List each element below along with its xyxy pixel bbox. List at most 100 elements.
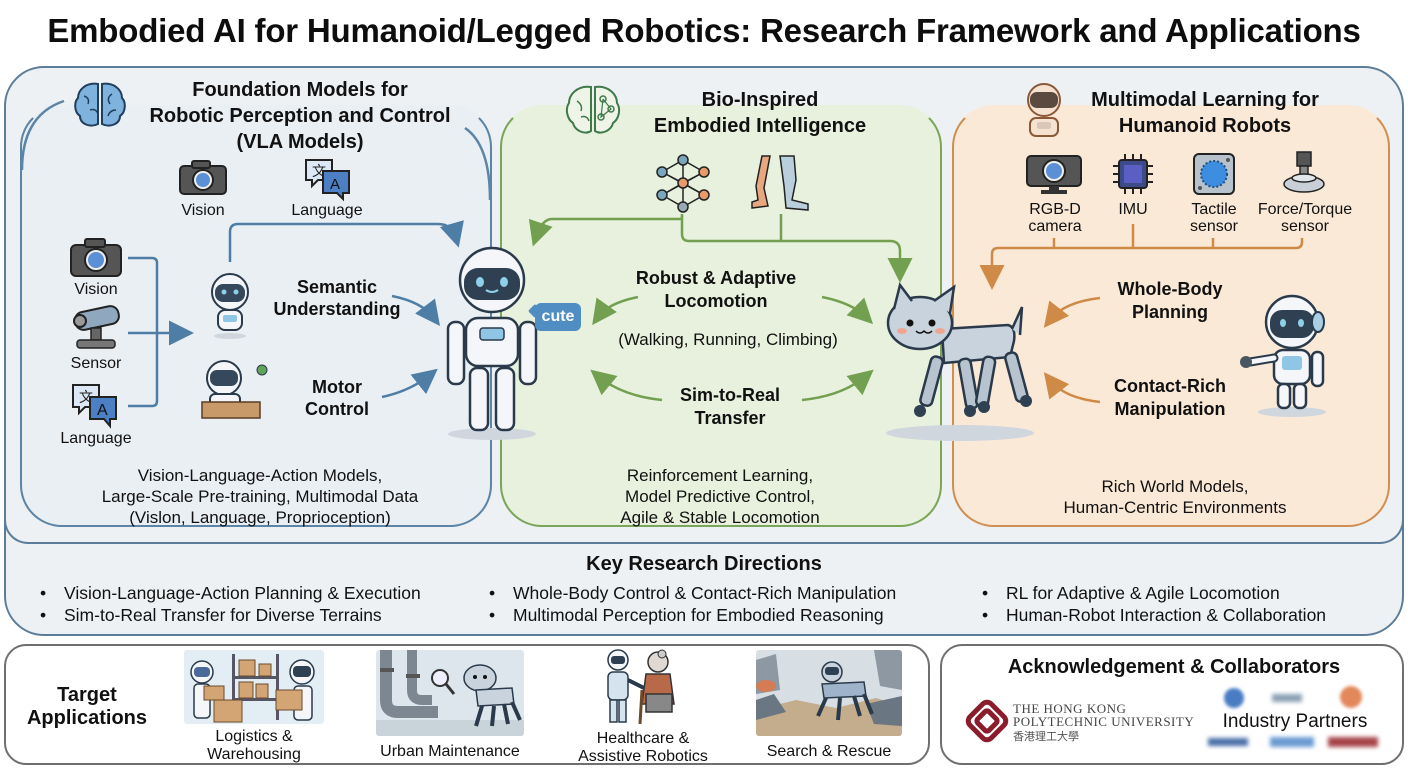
sensor-rgbd-line2: camera (1028, 218, 1082, 235)
app-logistics-line2: Warehousing (207, 746, 301, 763)
bio-desc-line3: Agile & Stable Locomotion (620, 508, 820, 527)
robot-elder-care-icon (607, 649, 675, 725)
acknowledgement-title: Acknowledgement & Collaborators (1007, 656, 1341, 678)
partner-logo-icon (1328, 737, 1378, 747)
motor-control-line1: Motor (312, 377, 362, 397)
sim-to-real-line1: Sim-to-Real (679, 385, 780, 405)
robot-desk-icon (201, 360, 268, 419)
applications-heading-line2: Applications (26, 707, 147, 729)
multimodal-title-line2: Humanoid Robots (1118, 115, 1292, 137)
svg-text:A: A (97, 402, 108, 419)
contact-rich-line1: Contact-Rich (1114, 376, 1226, 396)
svg-text:A: A (330, 176, 340, 193)
locomotion-examples: (Walking, Running, Climbing) (618, 330, 838, 349)
urban-maintenance-thumbnail (376, 650, 524, 736)
locomotion-line2: Locomotion (664, 291, 768, 311)
top-input-language-label: Language (291, 202, 363, 219)
app-logistics-line1: Logistics & (215, 728, 293, 745)
page-title: Embodied AI for Humanoid/Legged Robotics… (47, 12, 1361, 49)
foundation-title-line2: Robotic Perception and Control (149, 105, 451, 127)
multimodal-desc-line1: Rich World Models, (1101, 477, 1249, 496)
bio-desc-line2: Model Predictive Control, (625, 487, 815, 506)
contact-rich-line2: Manipulation (1114, 399, 1226, 419)
key-research-item: Whole-Body Control & Contact-Rich Manipu… (487, 582, 896, 604)
partner-logo-icon (1272, 694, 1302, 702)
foundation-desc-line1: Vision-Language-Action Models, (137, 466, 383, 485)
quadruped-robot-illustration (886, 282, 1034, 441)
sensor-rgbd-line1: RGB-D (1029, 201, 1081, 218)
foundation-desc-line3: (Vislon, Language, Proprioception) (129, 508, 391, 527)
sensor-camera-icon (73, 305, 120, 349)
multimodal-desc-line2: Human-Centric Environments (1063, 498, 1287, 517)
foundation-title-line3: (VLA Models) (236, 131, 364, 153)
multimodal-title-line1: Multimodal Learning for (1091, 89, 1319, 111)
robot-icon (1027, 83, 1061, 137)
neural-network-icon (656, 154, 710, 213)
side-input-vision-label: Vision (74, 281, 118, 298)
partner-logo-icon (1224, 688, 1244, 708)
locomotion-line1: Robust & Adaptive (635, 268, 797, 288)
university-name-line1: THE HONG KONG (1013, 701, 1127, 716)
camera-icon (70, 238, 122, 277)
partner-logo-icon (1208, 738, 1248, 746)
key-research-column-2: Whole-Body Control & Contact-Rich Manipu… (487, 582, 896, 626)
tactile-sensor-icon (1193, 153, 1235, 195)
industry-partners-label: Industry Partners (1222, 711, 1368, 732)
acknowledgement-box (940, 644, 1404, 765)
legs-icon (751, 155, 809, 211)
key-research-column-1: Vision-Language-Action Planning & Execut… (38, 582, 421, 626)
sim-to-real-line2: Transfer (694, 408, 766, 428)
sensor-imu-label: IMU (1118, 201, 1148, 218)
key-research-item: Multimodal Perception for Embodied Reaso… (487, 604, 896, 626)
brain-icon (74, 82, 126, 127)
foundation-title-line1: Foundation Models for (192, 79, 408, 101)
joystick-icon (1283, 151, 1325, 193)
pipes-inspection-icon (376, 650, 524, 736)
bio-title-line1: Bio-Inspired (701, 89, 819, 111)
foundation-desc-line2: Large-Scale Pre-training, Multimodal Dat… (101, 487, 419, 506)
chip-icon (1113, 154, 1153, 194)
healthcare-thumbnail (596, 648, 686, 726)
neural-brain-icon (565, 85, 621, 134)
translate-icon: 文 A (305, 159, 350, 202)
partner-logo-icon (1270, 737, 1314, 747)
translate-icon: 文 A (72, 384, 117, 429)
applications-heading-line1: Target (57, 684, 117, 706)
motor-control-line2: Control (305, 399, 369, 419)
university-name-chinese: 香港理工大學 (1013, 730, 1079, 743)
app-urban-maintenance: Urban Maintenance (380, 743, 520, 760)
sensor-tactile-line2: sensor (1189, 218, 1239, 235)
logistics-thumbnail (184, 650, 324, 724)
humanoid-robot-illustration (1240, 294, 1326, 417)
warehouse-robots-icon (190, 654, 315, 723)
bio-desc-line1: Reinforcement Learning, (626, 466, 814, 485)
key-research-item: Sim-to-Real Transfer for Diverse Terrain… (38, 604, 421, 626)
key-research-item: Vision-Language-Action Planning & Execut… (38, 582, 421, 604)
sensor-force-torque-line2: sensor (1280, 218, 1330, 235)
humanoid-robot-illustration (446, 246, 538, 440)
key-research-item: RL for Adaptive & Agile Locomotion (980, 582, 1326, 604)
key-research-column-3: RL for Adaptive & Agile Locomotion Human… (980, 582, 1326, 626)
rescue-robot-rubble-icon (756, 650, 902, 736)
side-input-sensor-label: Sensor (70, 355, 122, 372)
app-search-rescue: Search & Rescue (766, 743, 892, 760)
semantic-understanding-line2: Understanding (273, 299, 401, 319)
camera-icon (179, 160, 227, 195)
sensor-tactile-line1: Tactile (1191, 201, 1237, 218)
key-research-title: Key Research Directions (586, 553, 822, 575)
whole-body-line1: Whole-Body (1117, 279, 1223, 299)
rgbd-camera-icon (1026, 155, 1082, 194)
partner-logo-icon (1340, 686, 1362, 708)
sensor-force-torque-line1: Force/Torque (1257, 201, 1353, 218)
app-healthcare-line2: Assistive Robotics (578, 748, 708, 765)
search-rescue-thumbnail (756, 650, 902, 736)
top-input-vision-label: Vision (181, 202, 225, 219)
app-healthcare-line1: Healthcare & (596, 730, 690, 747)
university-name-line2: POLYTECHNIC UNIVERSITY (1013, 714, 1195, 729)
bio-title-line2: Embodied Intelligence (653, 115, 867, 137)
robot-icon (211, 273, 249, 339)
polyu-logo-icon (965, 699, 1009, 743)
